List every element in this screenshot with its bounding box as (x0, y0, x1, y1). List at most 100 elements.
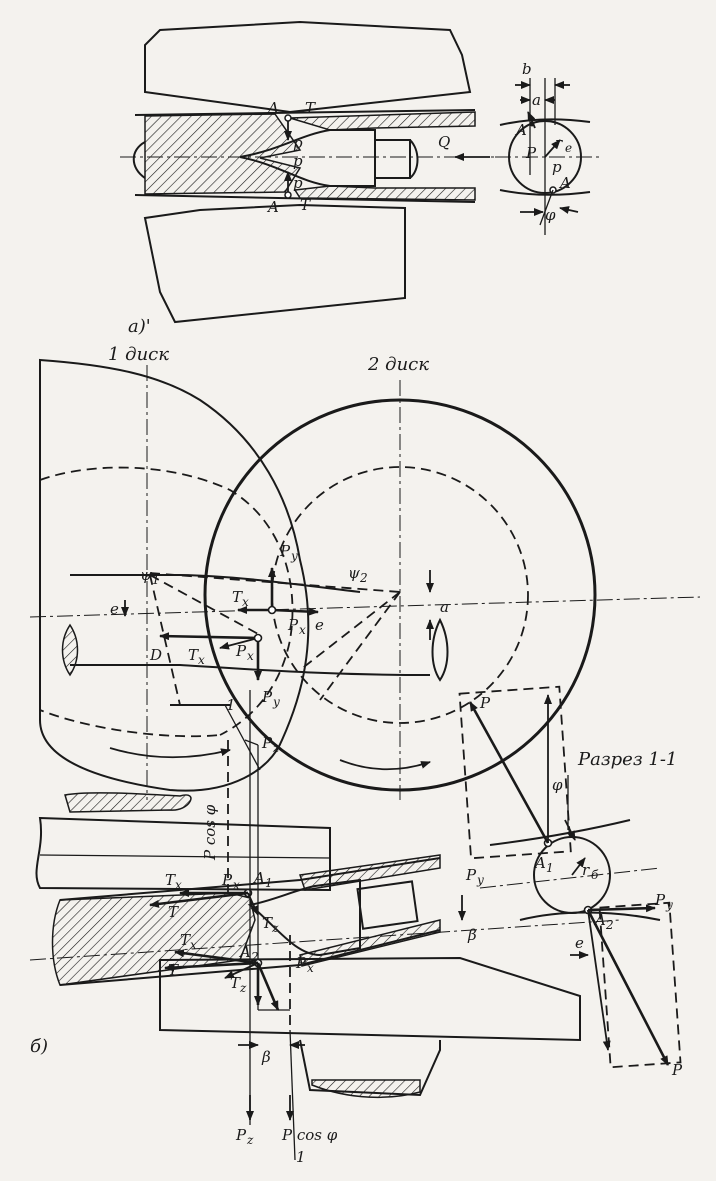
disk2-label: 2 диск (367, 354, 429, 375)
psi1-line-1 (149, 574, 261, 636)
label-e-left: e (110, 600, 119, 618)
label-r-e: r (555, 134, 563, 152)
tube-wall-bottom (293, 185, 476, 201)
work-tz2 (224, 962, 259, 979)
caption-b: б) (30, 1036, 48, 1057)
work-pcos (256, 962, 280, 1011)
label-e-mid: e (315, 616, 324, 634)
label-r-e-sub: e (565, 141, 572, 155)
label-px-work1: P (221, 871, 233, 889)
label-a1-work-sub: 1 (265, 876, 273, 890)
label-p-cap-detail: P (525, 144, 537, 162)
label-px-mid: P (287, 616, 299, 634)
label-pz-bottom-sub: z (246, 1133, 254, 1147)
disk1-outline (39, 358, 310, 792)
label-pcos-bottom: P cos φ (281, 1126, 338, 1144)
label-t-bottom: T (300, 196, 311, 214)
label-b: b (522, 60, 532, 78)
label-a-dim: a (532, 91, 541, 109)
section-p-top (468, 701, 550, 844)
label-py-down-sub: y (272, 695, 280, 709)
label-p-bottom: p (293, 174, 303, 192)
point-a-top (284, 114, 292, 122)
point-a-bottom (284, 191, 292, 199)
detail-phi-arrow-2 (559, 206, 579, 214)
label-pz-top-sub: z (272, 741, 280, 755)
label-py-sec-left-sub: y (476, 873, 484, 887)
label-e-sec: e (575, 934, 584, 952)
label-tx-mid: T (232, 588, 243, 606)
label-py-top-sub: y (290, 549, 298, 563)
label-p-sec-bottom: P (671, 1061, 683, 1079)
label-p-left: P (235, 642, 247, 660)
label-px-work1-sub: x (233, 878, 240, 892)
work-axis (29, 919, 621, 961)
label-one-top: 1 (226, 696, 236, 714)
section-1-1: Разрез 1-1 P φ P y A 1 r б (458, 685, 683, 1079)
detail-r-arrow (544, 139, 561, 158)
label-beta-right: β (467, 926, 477, 944)
figure-b: 1 диск 2 диск (29, 344, 701, 1166)
label-a2-sec-sub: 2 (605, 918, 614, 932)
work-plug (247, 878, 361, 957)
section-arc-top (489, 819, 631, 846)
upper-roll-shaft (64, 792, 192, 813)
label-a2-work-sub: 2 (250, 950, 259, 964)
label-p-sec-top: P (479, 694, 491, 712)
label-t-top: T (305, 99, 316, 117)
label-phi-sec: φ (552, 776, 563, 794)
section-line-1 (224, 704, 261, 771)
plug-rod-end (409, 139, 419, 179)
label-a-right: a (440, 598, 449, 616)
lower-roll-shaft (299, 1039, 441, 1097)
section-frame-top (458, 685, 572, 860)
label-t-work2: T (168, 961, 179, 979)
label-tx-left: T (188, 646, 199, 664)
fig-a-detail: b a A P r e p A φ (495, 60, 600, 235)
psi2-line-1 (299, 591, 401, 671)
label-a1-sec-sub: 1 (546, 861, 554, 875)
psi1-line-2 (149, 574, 181, 706)
label-a-bottom: A (266, 198, 279, 216)
label-d-mark: D (149, 646, 162, 664)
label-a-detail-top: A (514, 121, 527, 139)
label-pz-bottom: P (235, 1126, 247, 1144)
label-t-work1: T (168, 903, 179, 921)
guide-join (244, 739, 259, 746)
label-pcos-left: P cos φ (201, 804, 219, 861)
disk1-rotation-arrow (109, 747, 231, 759)
plug-rod (374, 139, 411, 179)
label-tx-mid-sub: x (242, 595, 249, 609)
section-line-bottom (289, 1029, 296, 1161)
label-a1-sec: A (533, 854, 546, 872)
label-p-top: p (293, 134, 303, 152)
vector-px-mid (271, 607, 319, 616)
work-t1 (149, 891, 249, 908)
label-r-sec: r (582, 861, 590, 879)
work-tx2 (174, 949, 259, 965)
label-a1-work: A (252, 869, 265, 887)
tube-wall-top (289, 111, 476, 131)
section-pz-bottom (587, 909, 611, 1051)
label-py-sec-left: P (465, 866, 477, 884)
billet-end (132, 141, 146, 179)
label-psi2-sub: 2 (359, 571, 368, 585)
label-py-top: P (279, 542, 291, 560)
billet-top-b (70, 574, 361, 593)
label-phi-a: φ (545, 206, 556, 224)
label-tx-work2-sub: x (190, 938, 197, 952)
label-psi2: ψ (348, 564, 360, 582)
vector-p-left (219, 637, 259, 650)
label-a-detail-bottom: A (558, 174, 571, 192)
label-px-work2: P (295, 954, 307, 972)
label-py-sec-right-sub: y (665, 898, 673, 912)
label-px-work2-sub: x (307, 961, 314, 975)
upper-roll (144, 20, 472, 114)
label-tz-work1-sub: z (271, 921, 279, 935)
lower-upper-roll (35, 816, 331, 892)
section-r-arrow (571, 857, 586, 876)
billet-bottom-b (70, 664, 431, 676)
label-py-down: P (261, 688, 273, 706)
section-phi-arrow (564, 819, 576, 841)
